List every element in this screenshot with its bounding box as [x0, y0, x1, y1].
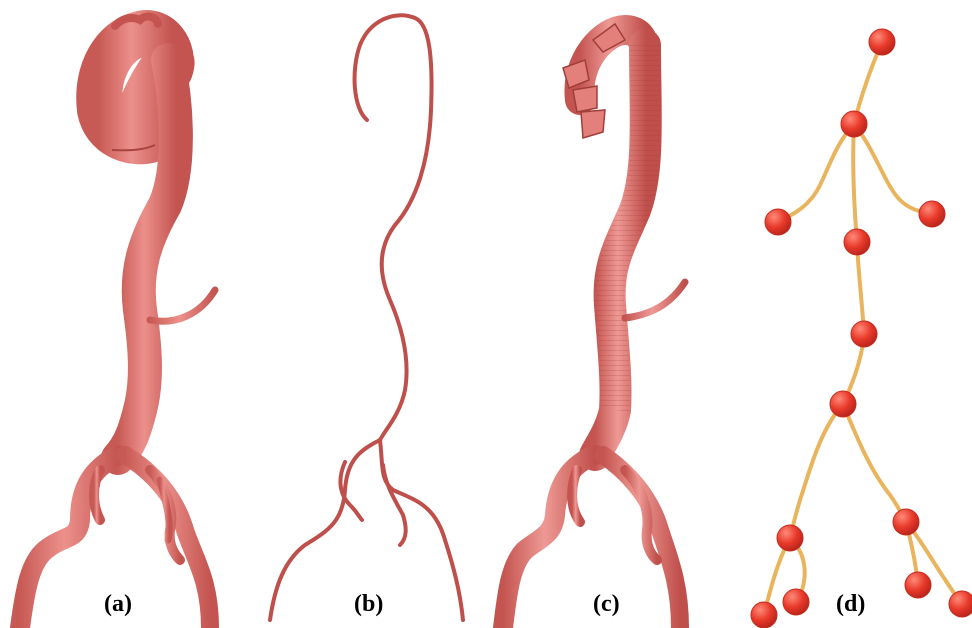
panel-b-centerline: [245, 0, 485, 628]
centerline-arch: [355, 15, 432, 440]
tree-node: [751, 602, 777, 628]
tree-node: [905, 572, 931, 598]
tree-node: [869, 29, 895, 55]
tree-node: [919, 201, 945, 227]
panel-label-b: (b): [354, 591, 383, 618]
refined-left-internal: [572, 470, 580, 522]
panel-label-c: (c): [593, 591, 620, 618]
tree-nodes: [751, 29, 972, 628]
tree-edge: [843, 404, 906, 522]
centerline-right-internal: [383, 465, 406, 545]
tree-node: [844, 229, 870, 255]
panel-d-tree-graph: [730, 0, 972, 628]
tree-node: [851, 321, 877, 347]
tree-edge: [854, 124, 932, 214]
left-internal-iliac: [94, 470, 100, 520]
tree-node: [777, 525, 803, 551]
refined-mesh-figure: [485, 0, 730, 628]
tree-node: [783, 589, 809, 615]
refined-renal-branch: [625, 282, 685, 318]
panel-label-d: (d): [836, 591, 865, 618]
tree-edge: [778, 124, 854, 222]
tree-node: [949, 591, 972, 617]
refined-left-iliac: [503, 455, 595, 628]
aorta-surface-figure: [0, 0, 245, 628]
tree-node: [765, 209, 791, 235]
centerline-figure: [245, 0, 485, 628]
tree-graph-figure: [730, 0, 972, 628]
panel-a-surface-mesh: [0, 0, 245, 628]
renal-branch: [150, 290, 215, 321]
panel-label-a: (a): [104, 591, 132, 618]
tree-edge: [790, 404, 843, 538]
tree-edge: [857, 242, 864, 334]
tree-node: [841, 111, 867, 137]
tree-node: [830, 391, 856, 417]
tree-node: [893, 509, 919, 535]
panel-c-refined-mesh: [485, 0, 730, 628]
tree-edge: [853, 124, 857, 242]
centerline-right-iliac: [380, 440, 463, 620]
